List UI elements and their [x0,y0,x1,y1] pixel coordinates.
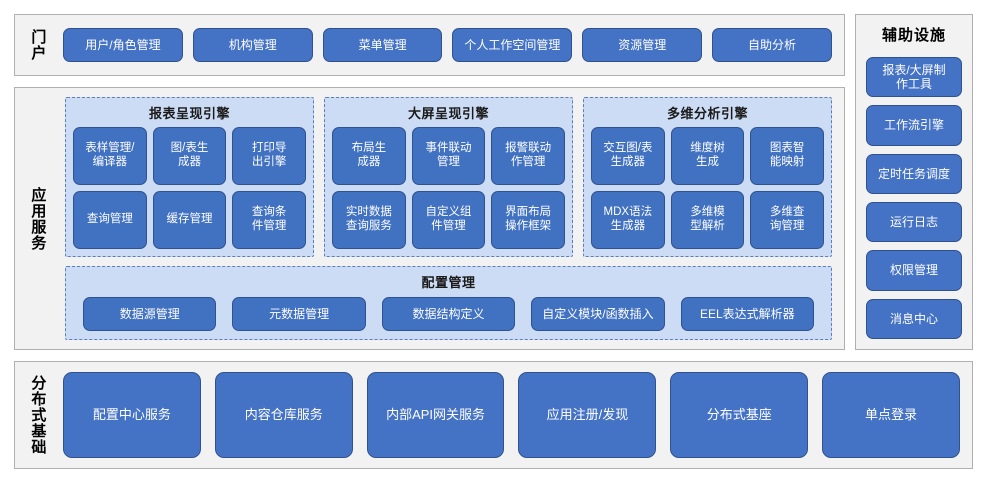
infra-item-distributed-base[interactable]: 分布式基座 [670,372,809,458]
config-item-datasource[interactable]: 数据源管理 [83,297,217,331]
engine-report-item-query-condition[interactable]: 查询条 件管理 [232,191,306,249]
infra-item-app-registry[interactable]: 应用注册/发现 [518,372,657,458]
engine-bigscreen-item-custom-component[interactable]: 自定义组 件管理 [411,191,486,249]
engine-report-item-template-editor[interactable]: 表样管理/ 编译器 [73,127,147,185]
auxiliary-facilities-panel: 辅助设施 报表/大屏制 作工具 工作流引擎 定时任务调度 运行日志 权限管理 消… [855,14,973,350]
infra-item-content-repository[interactable]: 内容仓库服务 [214,372,353,458]
infra-item-api-gateway[interactable]: 内部API网关服务 [366,372,505,458]
engine-bigscreen: 大屏呈现引擎 布局生 成器 事件联动 管理 报警联动 作管理 实时数据 查询服务… [324,97,573,257]
config-management-title: 配置管理 [421,275,476,290]
aux-item-workflow-engine[interactable]: 工作流引擎 [866,105,962,146]
engine-olap-item-dimension-tree[interactable]: 维度树 生成 [670,127,745,185]
upper-section: 门户 用户/角色管理 机构管理 菜单管理 个人工作空间管理 资源管理 自助分析 … [14,14,973,350]
engine-olap-item-model-parser[interactable]: 多维模 型解析 [670,191,745,249]
config-item-metadata[interactable]: 元数据管理 [232,297,366,331]
config-management-panel: 配置管理 数据源管理 元数据管理 数据结构定义 自定义模块/函数插入 EEL表达… [65,266,832,340]
engine-group: 报表呈现引擎 表样管理/ 编译器 图/表生 成器 打印导 出引擎 查询管理 缓存… [65,97,832,257]
portal-band: 门户 用户/角色管理 机构管理 菜单管理 个人工作空间管理 资源管理 自助分析 [14,14,845,76]
aux-item-scheduled-task[interactable]: 定时任务调度 [866,153,962,194]
portal-item-workspace[interactable]: 个人工作空间管理 [452,28,573,62]
engine-bigscreen-items: 布局生 成器 事件联动 管理 报警联动 作管理 实时数据 查询服务 自定义组 件… [332,127,565,249]
engine-bigscreen-title: 大屏呈现引擎 [407,106,489,121]
portal-item-org[interactable]: 机构管理 [192,28,313,62]
infra-item-config-center[interactable]: 配置中心服务 [63,372,201,458]
engine-report-items: 表样管理/ 编译器 图/表生 成器 打印导 出引擎 查询管理 缓存管理 查询条 … [73,127,306,249]
application-service-band: 应用服务 报表呈现引擎 表样管理/ 编译器 图/表生 成器 打印导 出引擎 查询… [14,87,845,350]
engine-report-title: 报表呈现引擎 [148,106,230,121]
distributed-infrastructure-items: 配置中心服务 内容仓库服务 内部API网关服务 应用注册/发现 分布式基座 单点… [59,362,972,468]
application-service-band-label: 应用服务 [29,186,47,251]
portal-band-label: 门户 [29,29,47,61]
portal-item-self-service-analysis[interactable]: 自助分析 [712,28,832,62]
engine-report-item-cache-management[interactable]: 缓存管理 [152,191,227,249]
distributed-infrastructure-band: 分布式基础 配置中心服务 内容仓库服务 内部API网关服务 应用注册/发现 分布… [14,361,973,469]
engine-olap-item-smart-mapping[interactable]: 图表智 能映射 [750,127,824,185]
engine-olap-item-query-management[interactable]: 多维查 询管理 [750,191,824,249]
engine-report-item-chart-generator[interactable]: 图/表生 成器 [152,127,227,185]
engine-olap-items: 交互图/表 生成器 维度树 生成 图表智 能映射 MDX语法 生成器 多维模 型… [591,127,824,249]
auxiliary-facilities-title: 辅助设施 [881,27,946,44]
engine-report-item-print-export[interactable]: 打印导 出引擎 [232,127,306,185]
infra-item-single-sign-on[interactable]: 单点登录 [822,372,960,458]
engine-olap: 多维分析引擎 交互图/表 生成器 维度树 生成 图表智 能映射 MDX语法 生成… [583,97,832,257]
engine-bigscreen-item-alarm-action[interactable]: 报警联动 作管理 [491,127,565,185]
engine-bigscreen-item-event-linkage[interactable]: 事件联动 管理 [411,127,486,185]
config-item-data-structure[interactable]: 数据结构定义 [381,297,516,331]
engine-bigscreen-item-layout-generator[interactable]: 布局生 成器 [332,127,406,185]
config-item-custom-module[interactable]: 自定义模块/函数插入 [531,297,665,331]
application-service-content: 报表呈现引擎 表样管理/ 编译器 图/表生 成器 打印导 出引擎 查询管理 缓存… [59,88,844,349]
aux-item-report-bigscreen-tool[interactable]: 报表/大屏制 作工具 [866,57,962,98]
engine-olap-title: 多维分析引擎 [666,106,748,121]
portal-items: 用户/角色管理 机构管理 菜单管理 个人工作空间管理 资源管理 自助分析 [59,15,844,75]
distributed-infrastructure-label: 分布式基础 [29,375,47,455]
engine-bigscreen-item-layout-framework[interactable]: 界面布局 操作框架 [491,191,565,249]
engine-olap-item-mdx-generator[interactable]: MDX语法 生成器 [591,191,665,249]
portal-item-menu[interactable]: 菜单管理 [322,28,443,62]
engine-report-item-query-management[interactable]: 查询管理 [73,191,147,249]
config-item-eel-parser[interactable]: EEL表达式解析器 [680,297,815,331]
aux-item-runtime-log[interactable]: 运行日志 [866,201,962,243]
engine-report: 报表呈现引擎 表样管理/ 编译器 图/表生 成器 打印导 出引擎 查询管理 缓存… [65,97,314,257]
config-management-items: 数据源管理 元数据管理 数据结构定义 自定义模块/函数插入 EEL表达式解析器 [73,297,824,331]
left-column: 门户 用户/角色管理 机构管理 菜单管理 个人工作空间管理 资源管理 自助分析 … [14,14,845,350]
engine-bigscreen-item-realtime-query[interactable]: 实时数据 查询服务 [332,191,406,249]
aux-item-permission-management[interactable]: 权限管理 [866,250,962,291]
aux-item-message-center[interactable]: 消息中心 [866,298,962,339]
portal-item-user-role[interactable]: 用户/角色管理 [63,28,183,62]
portal-item-resource[interactable]: 资源管理 [582,28,703,62]
engine-olap-item-interactive-chart[interactable]: 交互图/表 生成器 [591,127,665,185]
